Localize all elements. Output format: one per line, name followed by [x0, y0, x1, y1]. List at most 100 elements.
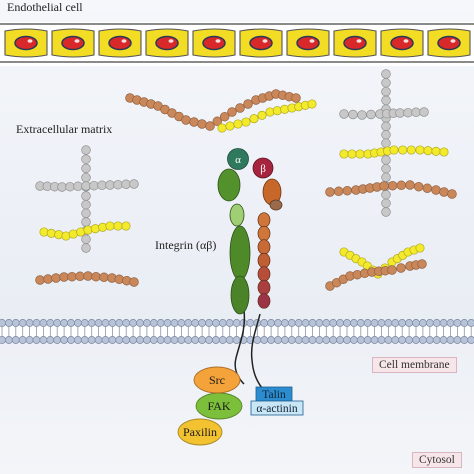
phospholipid-head [205, 336, 213, 344]
integrin-alpha-domain [230, 275, 250, 315]
phospholipid-head [115, 319, 124, 327]
phospholipid-head [211, 319, 220, 327]
phospholipid-head [370, 336, 379, 344]
fiber-bead [381, 138, 391, 148]
phospholipid-head [46, 336, 55, 344]
phospholipid-head [129, 319, 138, 327]
phospholipid-head [39, 319, 48, 327]
phospholipid-head [53, 336, 62, 344]
src-protein: Src [193, 366, 241, 394]
fiber-bead [217, 123, 227, 133]
laminin-fiber [39, 221, 131, 241]
endothelial-cell [333, 28, 377, 58]
phospholipid-head [80, 319, 89, 327]
cell-membrane-label: Cell membrane [372, 357, 457, 373]
integrin-alpha-domain [217, 168, 241, 202]
phospholipid-head [260, 319, 269, 327]
integrin-beta-repeat [257, 252, 271, 269]
fiber-bead [431, 185, 441, 195]
fiber-bead [398, 145, 408, 155]
phospholipid-head [191, 319, 200, 327]
fiber-bead [219, 111, 230, 122]
phospholipid-head [329, 319, 338, 327]
fiber-bead [81, 199, 91, 210]
fiber-bead [225, 121, 235, 131]
phospholipid-head [405, 336, 414, 344]
fiber-bead [413, 181, 424, 192]
phospholipid-head [349, 336, 358, 344]
phospholipid-head [460, 336, 469, 344]
phospholipid-head [60, 319, 69, 327]
phospholipid-head [418, 319, 427, 327]
endothelial-cell [98, 28, 142, 58]
phospholipid-head [149, 336, 158, 344]
fiber-bead [197, 119, 207, 129]
endothelial-cell-row [0, 22, 474, 66]
fiber-bead [439, 187, 449, 197]
endothelial-cell [380, 28, 424, 58]
fiber-bead [81, 217, 91, 227]
phospholipid-head [301, 336, 310, 344]
fiber-bead [105, 221, 115, 231]
phospholipid-head [32, 336, 41, 344]
fibronectin-fiber [81, 145, 91, 253]
fiber-bead [439, 147, 449, 157]
nucleus-highlight [121, 39, 127, 43]
fiber-bead [73, 181, 83, 192]
fiber-bead [395, 108, 405, 118]
fiber-bead [355, 149, 365, 159]
fiber-bead [59, 272, 69, 282]
phospholipid-head [142, 336, 151, 344]
cell-nucleus [14, 35, 38, 51]
nucleus-highlight [27, 39, 33, 43]
collagen-fiber [325, 259, 427, 291]
fiber-bead [405, 180, 415, 190]
phospholipid-head [322, 319, 331, 327]
phospholipid-head [260, 336, 269, 344]
fiber-bead [348, 109, 358, 120]
fiber-bead [189, 117, 199, 127]
talin-label: Talin [262, 389, 286, 401]
fiber-bead [272, 106, 282, 116]
fiber-bead [243, 99, 253, 109]
fiber-bead [325, 187, 335, 197]
actinin-label: α-actinin [256, 403, 297, 415]
phospholipid-head [384, 336, 393, 344]
integrin-alpha-symbol: α [235, 154, 241, 166]
phospholipid-head [18, 336, 27, 344]
phospholipid-head [446, 319, 455, 327]
fiber-bead [129, 179, 139, 189]
endothelial-cell [192, 28, 236, 58]
fak-protein-label: FAK [207, 399, 230, 413]
fiber-bead [381, 86, 391, 97]
fiber-bead [51, 273, 61, 283]
cell-nucleus [249, 35, 273, 51]
phospholipid-head [398, 336, 407, 344]
fiber-bead [381, 198, 391, 209]
phospholipid-head [32, 319, 41, 327]
integrin-beta-symbol: β [260, 163, 266, 175]
fiber-bead [257, 110, 267, 120]
fiber-bead [181, 115, 191, 125]
phospholipid-head [184, 319, 193, 327]
phospholipid-head [108, 336, 117, 344]
fiber-bead [415, 145, 425, 155]
src-protein-shape [193, 366, 241, 394]
phospholipid-head [301, 319, 310, 327]
phospholipid-head [205, 319, 213, 327]
phospholipid-head [18, 319, 27, 327]
phospholipid-head [198, 319, 207, 327]
endothelial-cell [286, 28, 330, 58]
endothelial-cell [239, 28, 283, 58]
phospholipid-head [67, 336, 75, 344]
phospholipid-head [349, 319, 358, 327]
fiber-bead [35, 275, 45, 285]
phospholipid-head [356, 336, 365, 344]
fiber-bead [113, 179, 123, 190]
fiber-bead [205, 121, 215, 131]
integrin-beta-domain [269, 199, 283, 211]
phospholipid-head [356, 319, 365, 327]
fiber-bead [415, 243, 425, 253]
cell-nucleus [296, 35, 320, 51]
